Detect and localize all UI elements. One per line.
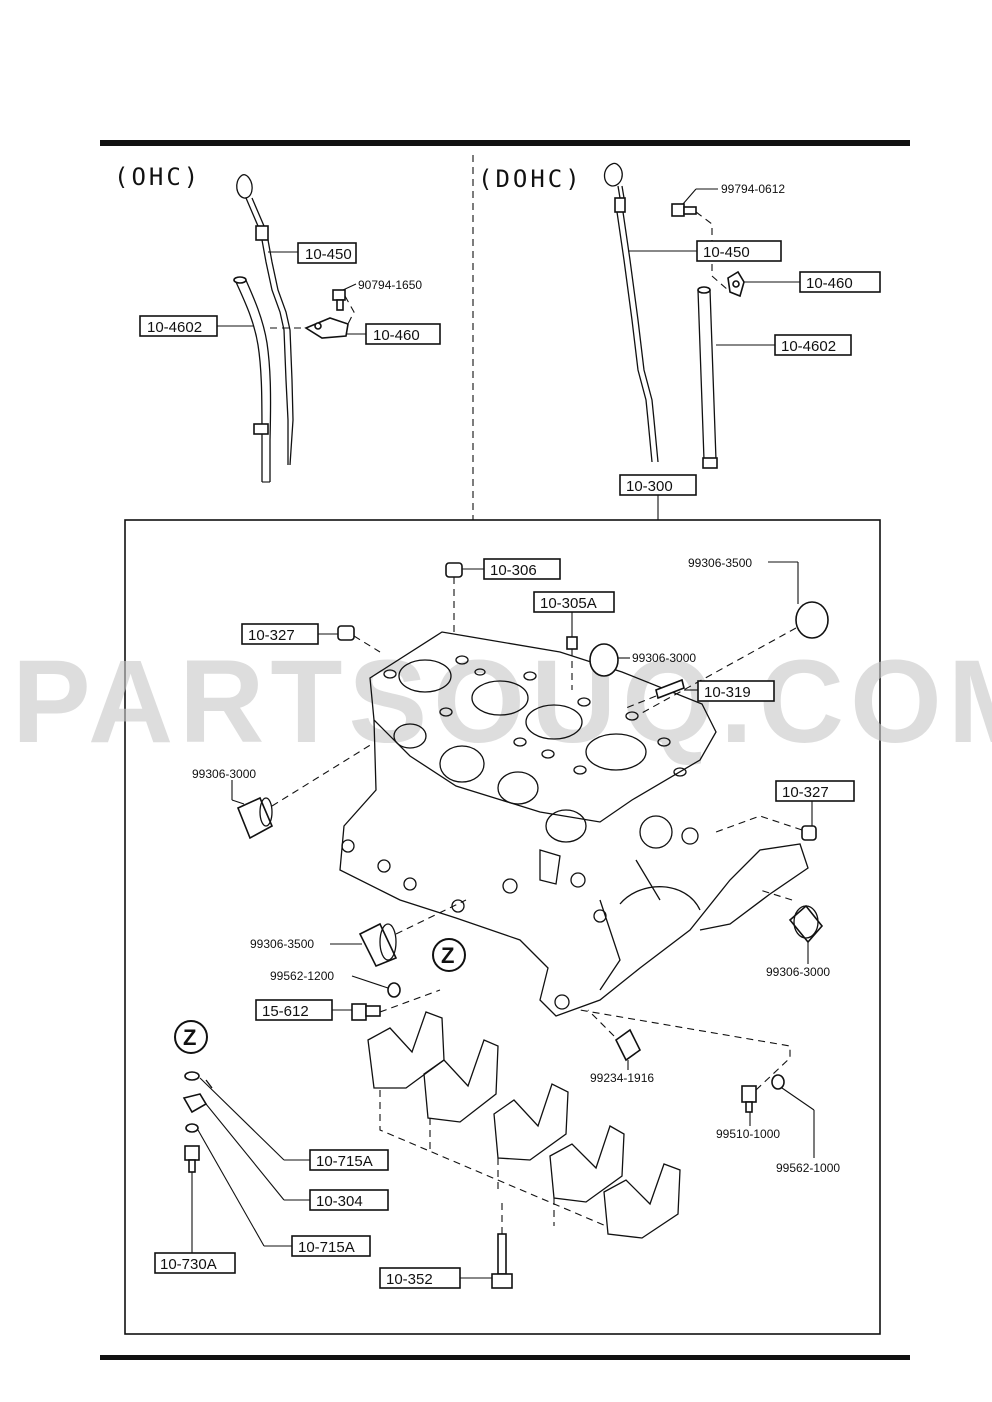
main-bolt-ref: 10-352 bbox=[386, 1271, 433, 1288]
jet-bolt-ref-box bbox=[154, 1252, 236, 1274]
dohc-dipstick-ref: 10-450 bbox=[703, 244, 750, 261]
plug-right-ref-box bbox=[775, 780, 855, 802]
plug-left-side-drawing bbox=[236, 743, 373, 840]
dowel-deck-ref: 10-305A bbox=[540, 595, 597, 612]
washer-a-ref-box bbox=[309, 1149, 389, 1171]
main-bolt-drawing bbox=[491, 1200, 513, 1289]
bolt-bottom-part-number: 99510-1000 bbox=[716, 1127, 780, 1141]
ohc-bracket-ref-box bbox=[365, 323, 441, 345]
bottom-rule bbox=[100, 1355, 910, 1360]
dohc-dipstick-drawing bbox=[603, 162, 659, 463]
dowel-deck-ref-box bbox=[533, 591, 615, 613]
dohc-bracket-drawing bbox=[727, 270, 745, 298]
plug-left-ref-box bbox=[241, 623, 319, 645]
dohc-tube-drawing bbox=[697, 286, 718, 469]
plug-deck-drawing bbox=[589, 643, 619, 677]
plug-front-part-number: 99306-3500 bbox=[250, 937, 314, 951]
bolt-bottom-drawing bbox=[579, 1009, 791, 1113]
stud-right-ref: 10-319 bbox=[704, 684, 751, 701]
cylinder-block-drawing bbox=[339, 631, 809, 1017]
zone-marker-lower: Z bbox=[183, 1025, 196, 1050]
zone-marker-upper-circle bbox=[432, 938, 466, 972]
ohc-bracket-drawing bbox=[304, 317, 349, 339]
bolt-cap-ref: 15-612 bbox=[262, 1003, 309, 1020]
washer-a-ref: 10-715A bbox=[316, 1153, 373, 1170]
plug-deck-part-number: 99306-3000 bbox=[632, 651, 696, 665]
section-title-dohc: (DOHC) bbox=[478, 165, 583, 193]
main-bolt-ref-box bbox=[379, 1267, 461, 1289]
washer-front-part-number: 99562-1200 bbox=[270, 969, 334, 983]
ohc-bracket-ref: 10-460 bbox=[373, 327, 420, 344]
block-group-frame bbox=[124, 519, 881, 1335]
main-bearing-caps-drawing bbox=[367, 1011, 681, 1239]
zone-marker-lower-circle bbox=[174, 1020, 208, 1054]
dohc-tube-ref-box bbox=[774, 334, 852, 356]
jet-bolt-ref: 10-730A bbox=[160, 1256, 217, 1273]
plug-right-drawing bbox=[715, 815, 817, 841]
ohc-bolt-drawing bbox=[332, 289, 355, 325]
ohc-tube-ref-box bbox=[139, 315, 218, 337]
plug-front-drawing bbox=[358, 899, 467, 968]
plug-left-drawing bbox=[337, 625, 381, 653]
washer-b-ref-box bbox=[291, 1235, 371, 1257]
dowel-bottom-part-number: 99234-1916 bbox=[590, 1071, 654, 1085]
dohc-tube-ref: 10-4602 bbox=[781, 338, 836, 355]
plug-left-side-part-number: 99306-3000 bbox=[192, 767, 256, 781]
plug-right-ref: 10-327 bbox=[782, 784, 829, 801]
stud-right-drawing bbox=[625, 678, 685, 709]
washer-bottom-part-number: 99562-1000 bbox=[776, 1161, 840, 1175]
dohc-bolt-drawing bbox=[671, 203, 729, 291]
block-ref: 10-300 bbox=[626, 478, 673, 495]
dohc-dipstick-ref-box bbox=[696, 240, 782, 262]
washer-b-ref: 10-715A bbox=[298, 1239, 355, 1256]
ohc-tube-drawing bbox=[233, 276, 272, 483]
ohc-dipstick-ref-box bbox=[297, 242, 357, 264]
block-ref-box bbox=[619, 474, 697, 496]
ohc-dipstick-ref: 10-450 bbox=[305, 246, 352, 263]
plug-left-ref: 10-327 bbox=[248, 627, 295, 644]
ohc-tube-ref: 10-4602 bbox=[147, 319, 202, 336]
stud-right-ref-box bbox=[697, 680, 775, 702]
bolt-cap-ref-box bbox=[255, 999, 333, 1021]
oil-jet-stack-drawing bbox=[182, 1071, 213, 1173]
dowel-bottom-drawing bbox=[587, 1009, 642, 1062]
watermark: PARTSOUQ.COM bbox=[12, 636, 992, 768]
bolt-cap-drawing bbox=[351, 989, 441, 1021]
plug-rear-part-number: 99306-3000 bbox=[766, 965, 830, 979]
union-ref: 10-304 bbox=[316, 1193, 363, 1210]
plug-rear-drawing bbox=[759, 889, 824, 944]
ohc-bolt-part-number: 90794-1650 bbox=[358, 278, 422, 292]
section-title-ohc: (OHC) bbox=[114, 163, 201, 191]
dohc-bolt-part-number: 99794-0612 bbox=[721, 182, 785, 196]
dowel-top-ref-box bbox=[483, 558, 561, 580]
plug-top-right-part-number: 99306-3500 bbox=[688, 556, 752, 570]
dohc-bracket-ref: 10-460 bbox=[806, 275, 853, 292]
zone-marker-upper: Z bbox=[441, 943, 454, 968]
top-rule bbox=[100, 140, 910, 146]
dohc-bracket-ref-box bbox=[799, 271, 881, 293]
plug-top-right-drawing bbox=[639, 601, 829, 715]
washer-front-drawing bbox=[387, 982, 401, 998]
dowel-top-drawing bbox=[445, 562, 463, 636]
dowel-top-ref: 10-306 bbox=[490, 562, 537, 579]
union-ref-box bbox=[309, 1189, 389, 1211]
ohc-dipstick-drawing bbox=[236, 174, 294, 466]
